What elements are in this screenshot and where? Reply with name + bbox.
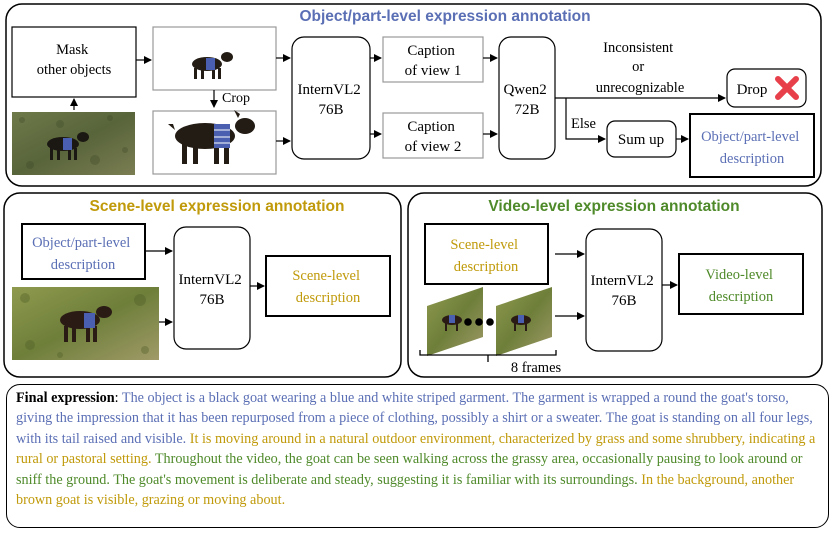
scene-output-line2: description <box>296 290 361 306</box>
internvl2-video-box <box>585 228 663 352</box>
source-goat-photo <box>12 112 135 175</box>
drop-x-icon <box>775 76 799 100</box>
internvl2-object-line2: 76B <box>318 102 343 118</box>
svg-text:InternVL2 76B: InternVL2 76B <box>297 82 364 118</box>
object-output-line1: Object/part-level <box>701 129 799 145</box>
mask-box <box>11 26 137 98</box>
svg-text:Caption of view 1: Caption of view 1 <box>405 43 462 79</box>
ellipsis-dots <box>464 318 494 326</box>
object-output-box <box>689 113 815 178</box>
internvl2-object-box <box>291 36 371 160</box>
video-panel <box>407 192 823 378</box>
svg-text:Qwen2 72B: Qwen2 72B <box>503 82 550 118</box>
internvl2-video-line1: InternVL2 <box>590 273 653 289</box>
mask-label-line1: Mask <box>56 42 89 58</box>
final-expression-box: Final expression: The object is a black … <box>6 384 829 528</box>
inconsistent-line3: unrecognizable <box>596 80 685 96</box>
object-panel-title: Object/part-level expression annotation <box>299 8 590 25</box>
qwen2-box <box>498 36 556 160</box>
caption-view-1-line2: of view 1 <box>405 63 462 79</box>
final-object-text: The object is a black goat wearing a blu… <box>16 390 813 447</box>
qwen2-line1: Qwen2 <box>503 82 546 98</box>
inconsistent-line1: Inconsistent <box>603 40 673 56</box>
drop-box <box>726 68 807 108</box>
frames-label: 8 frames <box>511 360 562 376</box>
caption-view-2-line1: Caption <box>407 119 455 135</box>
final-scene-text-2: In the background, another brown goat is… <box>16 471 795 509</box>
scene-input-line2: description <box>51 257 116 273</box>
caption-view-2-box <box>382 112 484 159</box>
sumup-label: Sum up <box>618 132 664 148</box>
scene-output-line1: Scene-level <box>292 268 360 284</box>
svg-text:Video-level description: Video-level description <box>705 267 776 305</box>
object-panel <box>5 3 822 187</box>
final-video-text: Throughout the video, the goat can be se… <box>16 451 803 488</box>
scene-input-line1: Object/part-level <box>32 235 130 251</box>
crop-label: Crop <box>222 91 250 106</box>
final-scene-text-1: It is moving around in a natural outdoor… <box>16 430 816 468</box>
internvl2-scene-line2: 76B <box>199 292 224 308</box>
video-output-box <box>678 253 804 315</box>
internvl2-scene-line1: InternVL2 <box>178 272 241 288</box>
svg-text:Object/part-level descript: Object/part-level description <box>701 129 803 167</box>
caption-view-1-line1: Caption <box>407 43 455 59</box>
scene-goat-photo <box>12 287 159 360</box>
svg-text:Scene-level description: Scene-level description <box>292 268 363 306</box>
scene-output-box <box>265 255 391 317</box>
internvl2-object-line1: InternVL2 <box>297 82 360 98</box>
video-input-box <box>424 223 549 285</box>
video-output-line1: Video-level <box>705 267 773 283</box>
video-frames <box>427 287 552 356</box>
video-input-line1: Scene-level <box>450 237 518 253</box>
video-panel-title: Video-level expression annotation <box>488 198 739 215</box>
svg-text:InternVL2 76B: InternVL2 76B <box>590 273 657 309</box>
object-output-line2: description <box>720 151 785 167</box>
pipeline-diagram: Object/part-level expression annotation … <box>3 3 823 378</box>
caption-view-1-box <box>382 36 484 83</box>
svg-text:InternVL2 76B: InternVL2 76B <box>178 272 245 308</box>
scene-panel <box>3 192 402 378</box>
caption-view-2-line2: of view 2 <box>405 139 462 155</box>
else-label: Else <box>571 116 596 132</box>
svg-text:Caption of view 2: Caption of view 2 <box>405 119 462 155</box>
internvl2-video-line2: 76B <box>611 293 636 309</box>
inconsistent-line2: or <box>632 59 644 75</box>
svg-text:Object/part-level descript: Object/part-level description <box>32 235 134 273</box>
mask-label-line2: other objects <box>37 62 112 78</box>
svg-text:Inconsistent or unreco: Inconsistent or unrecognizable <box>596 40 685 96</box>
qwen2-line2: 72B <box>514 102 539 118</box>
scene-input-box <box>21 223 146 280</box>
svg-text:Mask other objects: Mask other objects <box>37 42 112 78</box>
frames-bracket <box>419 350 557 362</box>
scene-panel-title: Scene-level expression annotation <box>90 198 345 215</box>
final-expression-label: Final expression <box>16 390 115 406</box>
video-output-line2: description <box>709 289 774 305</box>
svg-text:Scene-level description: Scene-level description <box>450 237 521 275</box>
drop-label: Drop <box>737 82 768 98</box>
video-input-line2: description <box>454 259 519 275</box>
internvl2-scene-box <box>173 226 251 350</box>
